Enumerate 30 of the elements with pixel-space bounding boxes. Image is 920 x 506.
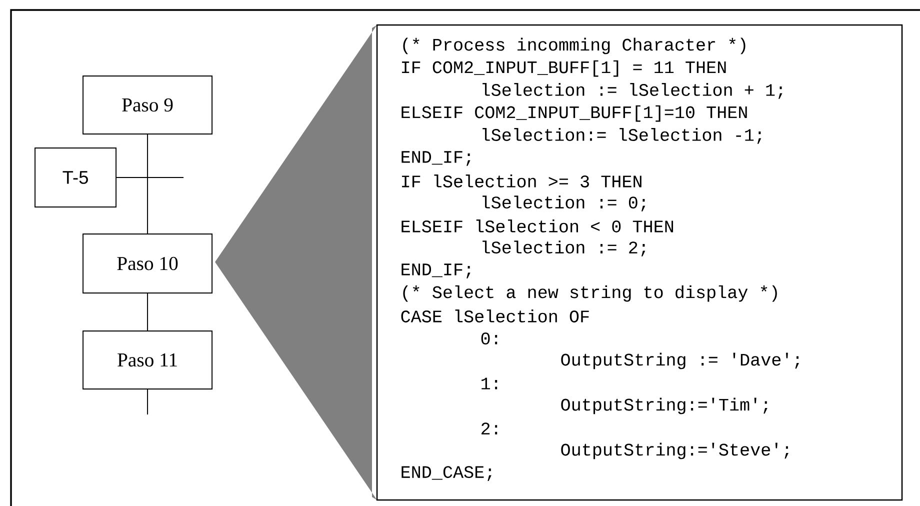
code-line: OutputString:='Steve';: [561, 442, 788, 460]
code-line: CASE lSelection OF: [401, 310, 589, 322]
connector-line: [147, 389, 148, 415]
code-line: lSelection := lSelection + 1;: [482, 83, 782, 99]
connector-line: [147, 293, 148, 331]
code-line: (* Process incomming Character *): [403, 38, 746, 54]
code-line: lSelection := 0;: [482, 196, 646, 212]
code-line: 2:: [482, 422, 498, 434]
code-line: IF lSelection >= 3 THEN: [402, 174, 642, 188]
code-line: END_CASE;: [402, 466, 492, 481]
code-line: IF COM2_INPUT_BUFF[1] = 11 THEN: [402, 60, 726, 77]
step-box: Paso 10: [82, 234, 213, 294]
code-line: lSelection := 2;: [482, 240, 646, 256]
step-box: Paso 11: [82, 330, 213, 390]
code-line: lSelection:= lSelection -1;: [482, 128, 762, 144]
code-line: ELSEIF lSelection < 0 THEN: [402, 220, 674, 232]
code-panel: [376, 24, 903, 501]
code-line: ELSEIF COM2_INPUT_BUFF[1]=10 THEN: [402, 105, 747, 122]
code-line: 0:: [481, 332, 498, 344]
connector-line: [116, 177, 184, 178]
code-line: END_IF;: [402, 151, 470, 166]
transition-box: T-5: [34, 148, 117, 208]
code-line: OutputString := 'Dave';: [561, 352, 799, 370]
step-box: Paso 9: [82, 76, 213, 134]
code-line: OutputString:='Tim';: [561, 398, 768, 414]
code-line: 1:: [482, 378, 498, 390]
code-line: END_IF;: [402, 264, 470, 278]
connector-line: [147, 134, 148, 234]
code-line: (* Select a new string to display *): [403, 285, 777, 302]
magnify-wedge: [215, 25, 377, 500]
